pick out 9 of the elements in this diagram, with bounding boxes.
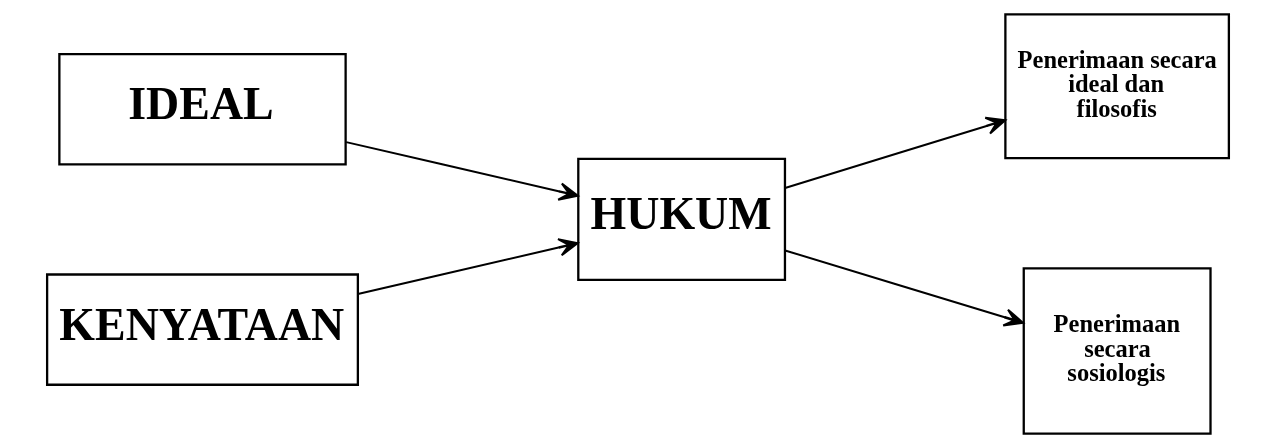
node-box: KENYATAAN <box>45 273 359 386</box>
arrow <box>345 141 579 201</box>
node-box: Penerimaan secara ideal dan filosofis <box>1004 13 1231 160</box>
node-box: HUKUM <box>577 157 787 281</box>
node-box: IDEAL <box>58 52 347 166</box>
arrow <box>784 116 1007 189</box>
node-box: Penerimaan secara sosiologis <box>1022 267 1212 435</box>
arrow <box>784 249 1025 327</box>
arrow <box>356 238 579 295</box>
